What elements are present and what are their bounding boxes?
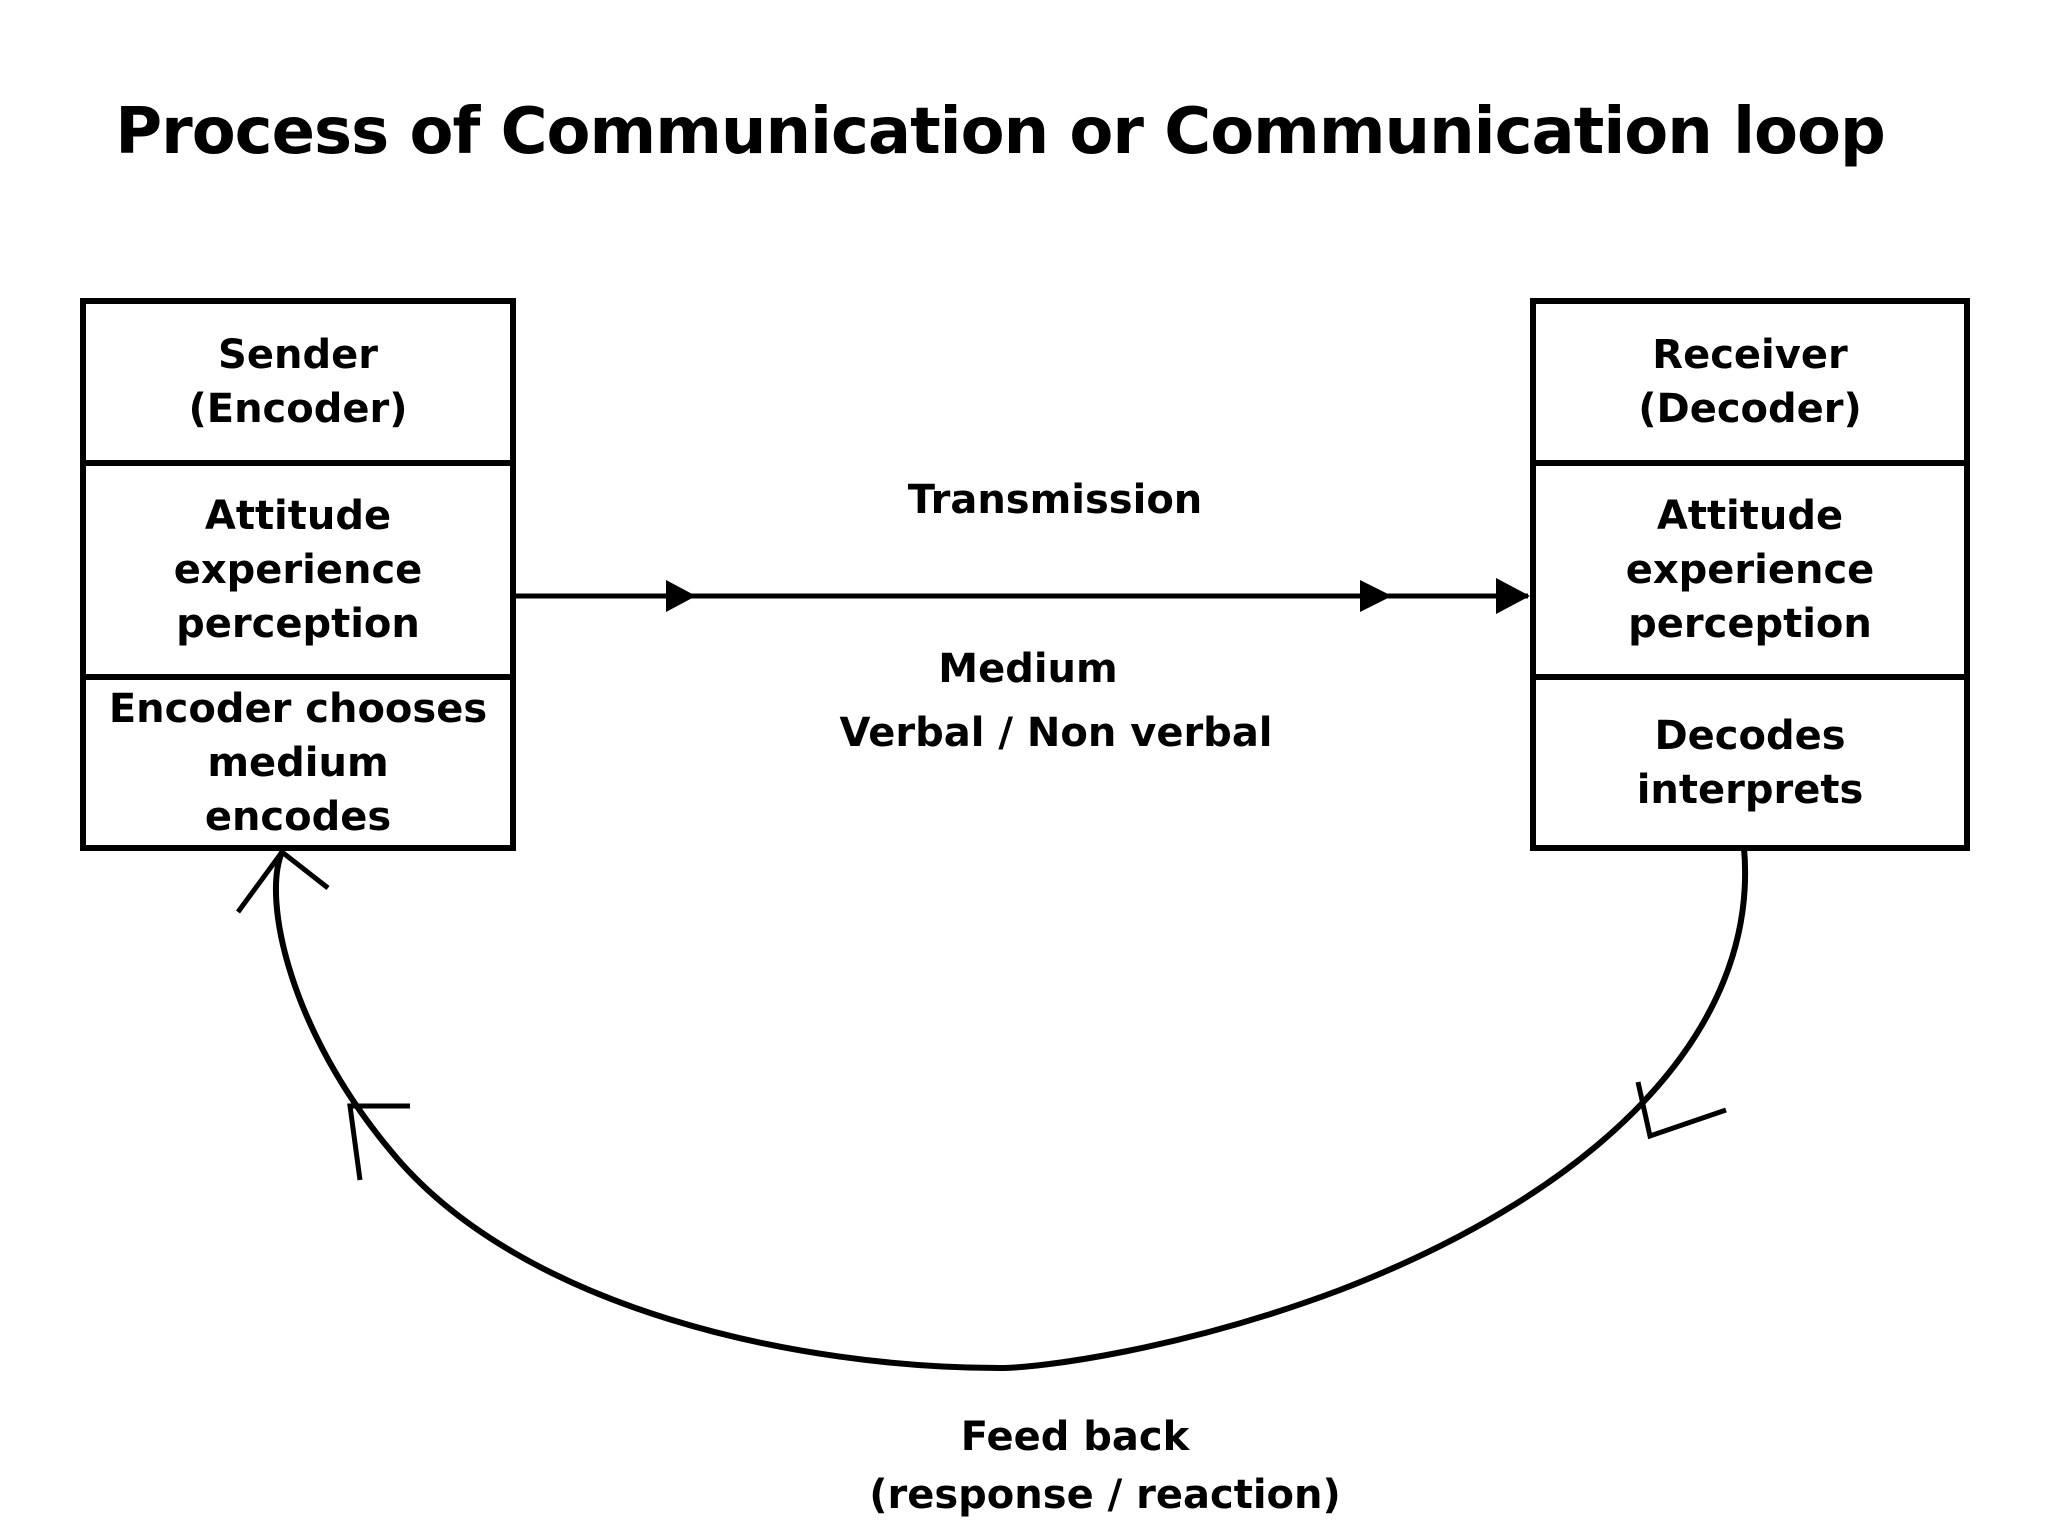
receiver-attribute-attitude: Attitude — [1656, 493, 1844, 539]
medium-types-label: Verbal / Non verbal — [839, 710, 1273, 756]
transmission-label: Transmission — [907, 477, 1203, 523]
feedback-label: Feed back — [960, 1414, 1190, 1460]
feedback-detail-label: (response / reaction) — [869, 1472, 1341, 1518]
sender-attributes: Attitude experience perception — [86, 460, 510, 674]
transmission-arrow-2 — [1360, 580, 1392, 612]
feedback-arrow-sender — [235, 848, 330, 914]
sender-attribute-experience: experience — [173, 547, 423, 593]
sender-box: Sender (Encoder) Attitude experience per… — [80, 298, 516, 851]
sender-attribute-perception: perception — [176, 601, 420, 647]
feedback-loop-curve — [272, 847, 1749, 1372]
sender-actions: Encoder chooses medium encodes — [86, 674, 510, 845]
receiver-attributes: Attitude experience perception — [1536, 460, 1964, 674]
receiver-attribute-perception: perception — [1628, 601, 1872, 647]
sender-action-chooses: Encoder chooses — [108, 685, 488, 732]
receiver-action-interprets: interprets — [1636, 766, 1864, 813]
sender-action-medium: medium — [207, 739, 389, 786]
sender-attribute-attitude: Attitude — [204, 493, 392, 539]
receiver-actions: Decodes interprets — [1536, 674, 1964, 845]
receiver-heading: Receiver (Decoder) — [1536, 304, 1964, 460]
receiver-heading-line1: Receiver — [1652, 332, 1848, 378]
sender-action-encodes: encodes — [204, 793, 392, 840]
sender-heading-line2: (Encoder) — [188, 386, 408, 432]
transmission-arrow-1 — [666, 580, 696, 612]
medium-label: Medium — [938, 646, 1118, 692]
sender-heading: Sender (Encoder) — [86, 304, 510, 460]
receiver-heading-line2: (Decoder) — [1638, 386, 1862, 432]
diagram-title: Process of Communication or Communicatio… — [115, 95, 1886, 169]
feedback-arrow-receiver — [1635, 1081, 1727, 1140]
sender-heading-line1: Sender — [218, 332, 378, 378]
receiver-box: Receiver (Decoder) Attitude experience p… — [1530, 298, 1970, 851]
transmission-arrow-3 — [1496, 578, 1530, 614]
feedback-arrow-left — [347, 1103, 410, 1181]
receiver-attribute-experience: experience — [1625, 547, 1875, 593]
receiver-action-decodes: Decodes — [1654, 712, 1846, 759]
